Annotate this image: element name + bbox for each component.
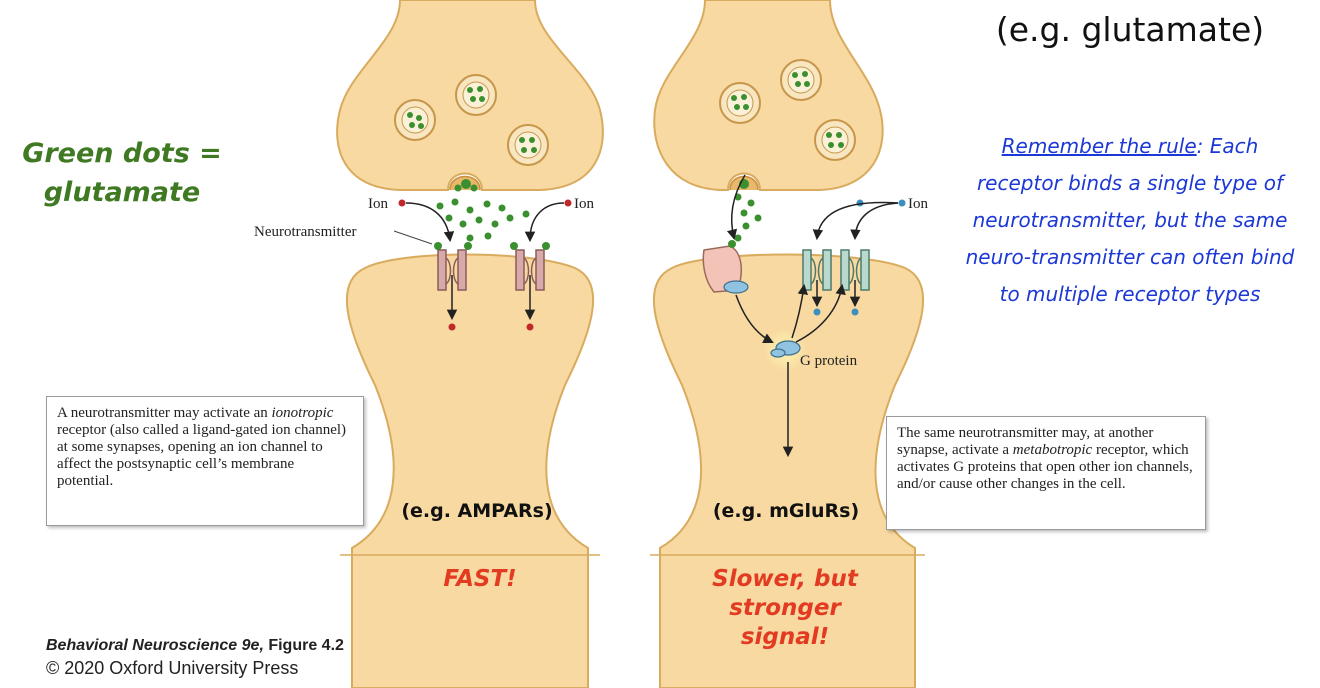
left-synapse (336, 0, 604, 688)
ionotropic-description: A neurotransmitter may activate an ionot… (46, 396, 364, 526)
right-postsynaptic-terminal (652, 253, 925, 688)
credit-copyright: © 2020 Oxford University Press (46, 658, 299, 678)
figure-credit: Behavioral Neuroscience 9e, Figure 4.2 ©… (46, 633, 344, 679)
vesicle (814, 119, 856, 161)
rule-note: Remember the rule: Each receptor binds a… (960, 128, 1300, 313)
example-neurotransmitter: (e.g. glutamate) (995, 10, 1265, 49)
ion-label-left: Ion (368, 196, 388, 212)
right-synapse (650, 0, 925, 688)
right-box-text: The same neurotransmitter may, at anothe… (897, 425, 1154, 458)
receptor-label-mglur: (e.g. mGluRs) (712, 500, 860, 522)
glutamate-dots (734, 193, 762, 242)
ion-channel (802, 249, 832, 291)
ionotropic-receptor (510, 242, 550, 291)
glutamate-dots (436, 198, 530, 242)
credit-figure: Figure 4.2 (263, 637, 344, 654)
left-box-italic: ionotropic (271, 405, 334, 421)
vesicle (394, 99, 436, 141)
ion-label-middle: Ion (574, 196, 594, 212)
speed-line: Slower, but (712, 566, 858, 592)
green-dots-note: Green dots = glutamate (12, 134, 232, 212)
neurotransmitter-label: Neurotransmitter (254, 224, 356, 240)
speed-label-fast: FAST! (443, 566, 517, 592)
ionotropic-receptor (434, 242, 472, 291)
vesicle (780, 59, 822, 101)
left-box-text: receptor (also called a ligand-gated ion… (57, 422, 347, 489)
speed-line: stronger (729, 595, 841, 621)
metabotropic-description: The same neurotransmitter may, at anothe… (886, 416, 1206, 530)
rule-lead: Remember the rule (1001, 134, 1197, 158)
speed-label-slow: Slower, but stronger signal! (680, 565, 890, 652)
rule-text: : Each receptor binds a single type of n… (965, 134, 1295, 306)
ion-label-right: Ion (908, 196, 928, 212)
vesicle (719, 82, 761, 124)
receptor-label-ampar: (e.g. AMPARs) (401, 500, 553, 522)
metabotropic-receptor (702, 240, 749, 294)
g-protein (770, 340, 801, 358)
ion-channel (840, 249, 870, 291)
green-dots-note-line: glutamate (43, 177, 201, 208)
vesicle (507, 124, 549, 166)
right-box-text: receptor, which activates G proteins tha… (897, 442, 1193, 492)
right-box-italic: metabotropic (1012, 442, 1093, 458)
left-box-text: A neurotransmitter may activate an (57, 405, 272, 421)
left-postsynaptic-terminal (345, 253, 595, 688)
vesicle (455, 74, 497, 116)
credit-title: Behavioral Neuroscience 9e, (46, 637, 264, 654)
g-protein-label: G protein (800, 353, 858, 369)
right-presynaptic-terminal (653, 0, 884, 191)
speed-line: signal! (740, 624, 830, 650)
green-dots-note-line: Green dots = (22, 138, 222, 169)
